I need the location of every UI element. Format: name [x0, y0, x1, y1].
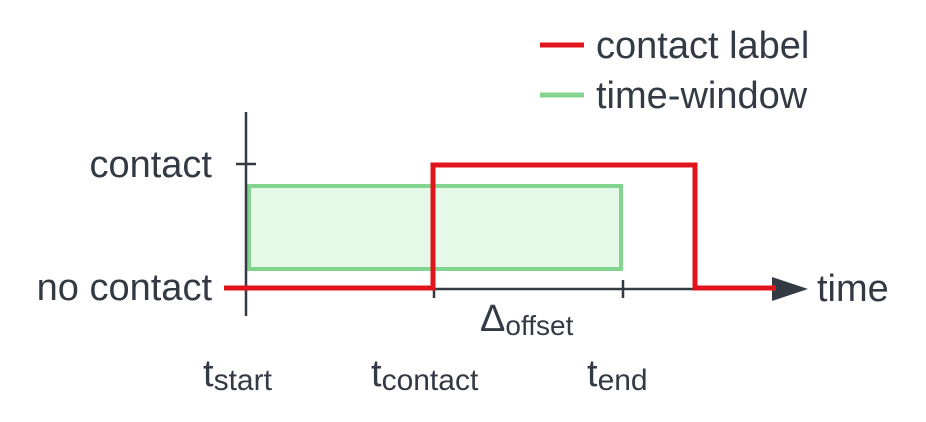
- offset-base: Δ: [480, 298, 505, 340]
- legend-window-label: time-window: [596, 75, 808, 117]
- x-axis-arrow-icon: [772, 277, 808, 301]
- t-start-base: t: [203, 353, 214, 395]
- legend-contact-label: contact label: [596, 25, 809, 67]
- y-label-contact: contact: [89, 144, 212, 186]
- t-end-base: t: [587, 353, 598, 395]
- t-contact-base: t: [371, 353, 382, 395]
- offset-label: Δoffset: [480, 298, 574, 341]
- offset-sub: offset: [505, 310, 573, 341]
- t-start-label: tstart: [203, 353, 273, 397]
- contact-signal-line: [224, 162, 776, 291]
- x-axis-label: time: [817, 268, 889, 310]
- t-contact-label: tcontact: [371, 353, 479, 397]
- t-contact-sub: contact: [382, 364, 479, 397]
- t-start-sub: start: [214, 364, 273, 397]
- y-label-no-contact: no contact: [37, 267, 213, 309]
- t-end-sub: end: [598, 364, 648, 397]
- t-end-label: tend: [587, 353, 648, 397]
